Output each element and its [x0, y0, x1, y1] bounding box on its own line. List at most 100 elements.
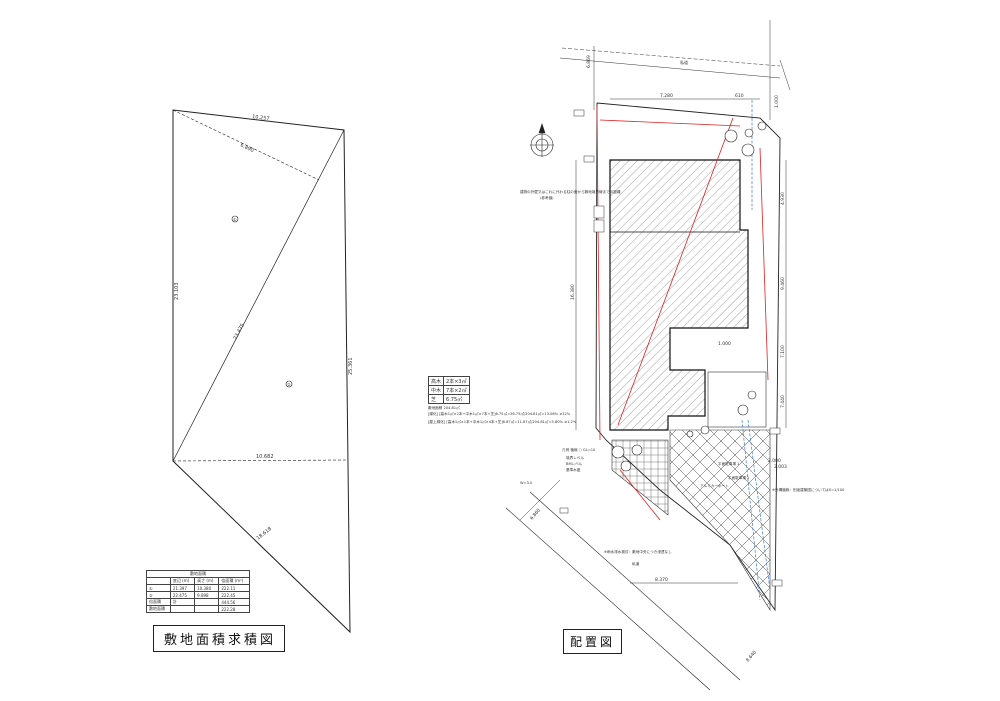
table-cell: ②: [146, 591, 171, 599]
note-area-line1: [緑化] [高木1㎡×2本+中木1㎡×7本+芝]6.75㎡=26.75㎡/204…: [428, 412, 571, 416]
dim-diag1: 6.890: [239, 142, 255, 154]
reference-boxes: [559, 109, 783, 587]
dim-top-vertical: 6.869: [586, 55, 592, 68]
table-cell: 6.75㎡: [443, 394, 470, 404]
note-wall-ref: (参考値): [540, 196, 554, 200]
table-cell: [169, 605, 196, 613]
dim-bottom-width: 8.370: [655, 577, 668, 583]
blue-lines: [741, 100, 771, 601]
diagonal-line-1: [172, 129, 345, 462]
carport-label: アルミカーポート: [700, 484, 729, 488]
table-cell: ①: [146, 584, 171, 592]
triangle-label: ②: [287, 382, 291, 387]
area-col-0: [146, 577, 171, 585]
table-cell: [194, 598, 220, 606]
table-row: 敷地面積 222.28: [146, 605, 250, 613]
dim-right-4: 7.440: [780, 395, 786, 408]
table-row: 倍面積 計 444.56: [146, 598, 250, 606]
table-cell: 芝: [427, 394, 445, 404]
area-calculation-table: 敷地面積 底辺 (m) 高さ (m) 倍面積 (m²) ① 21.397 10.…: [146, 570, 250, 613]
parking-area: [611, 371, 771, 612]
table-row: 高木 2本×3㎡: [427, 376, 470, 386]
building-footprint: [609, 159, 749, 431]
table-cell: 444.56: [218, 598, 250, 606]
parking-label-1: 平面駐車場 1: [718, 462, 740, 466]
drainage-note: ※雨水排水検討：敷地中央につき浸透なし: [604, 550, 672, 554]
site-area-plan-title: 敷地面積求積図: [153, 625, 286, 652]
tree-icon: [631, 444, 643, 456]
dim-top: 10.257: [252, 114, 270, 122]
layout-plan-title: 配置図: [563, 629, 623, 654]
legend-line-3: BMレベル: [566, 462, 583, 466]
tree-icon: [620, 460, 632, 472]
table-cell: 計: [169, 598, 196, 606]
area-table-header: 敷地面積: [146, 570, 250, 578]
tree-icon: [747, 390, 757, 400]
note-area-head: 敷地面積 204.81㎡: [428, 406, 460, 410]
table-cell: 10.380: [194, 584, 220, 592]
height-line-2: [172, 459, 348, 462]
table-cell: 222.11: [218, 584, 250, 592]
table-cell: 22.475: [169, 591, 196, 599]
table-cell: 2本×3㎡: [443, 376, 470, 386]
road-width-label: W=3.0: [520, 481, 533, 485]
site-plan-dimensions: 10.257 6.890 23.475 10.682 23.103 25.361…: [174, 114, 354, 542]
triangle-marker-2: [285, 380, 293, 388]
road-top: [559, 20, 791, 120]
dim-right-3: 7.100: [780, 345, 786, 358]
table-cell: 中木: [427, 385, 445, 395]
table-cell: 7本×2㎡: [443, 385, 470, 395]
parking-label-2: 平面駐車場 2: [728, 476, 750, 480]
table-row: ② 22.475 9.898 222.45: [146, 591, 250, 599]
dim-diag2: 23.475: [232, 323, 246, 341]
outside-note: ※外構植栽：別途建築図についてはS=1/100: [772, 488, 845, 492]
note-area-line2: [屋上緑化] [高木1㎡×1本+中木1㎡×4本+芝]6.87㎡=11.87㎡/2…: [428, 420, 577, 424]
dim-diagonal: 8.640: [745, 649, 758, 663]
area-col-3: 倍面積 (m²): [218, 577, 250, 585]
tree-symbols: [611, 121, 767, 472]
tree-icon: [611, 445, 625, 459]
area-col-2: 高さ (m): [194, 577, 220, 585]
dim-left-side: 23.103: [174, 283, 180, 301]
triangle-label: ①: [233, 217, 237, 222]
legend-line-1: 凡例 植栽 ○ GL=10: [562, 448, 596, 452]
dim-bottom-diag: 6.860: [529, 507, 542, 521]
legend-line-4: 基準水盛: [566, 468, 581, 472]
dim-small-2: 2.000: [768, 458, 781, 464]
site-area-plan: [172, 109, 351, 634]
layout-dimension-text: 7.280 610 16.380 4.930 9.460 7.100 7.440…: [529, 55, 787, 663]
table-row: ① 21.397 10.380 222.11: [146, 584, 250, 592]
table-row: 芝 6.75㎡: [427, 394, 470, 404]
greening-table: 高木 2本×3㎡ 中木 7本×2㎡ 芝 6.75㎡: [427, 376, 470, 404]
north-arrow-icon: [530, 123, 554, 157]
area-col-1: 底辺 (m): [169, 577, 196, 585]
dim-right-top-vertical: 1.000: [774, 95, 780, 108]
height-line-1: [172, 109, 320, 181]
table-cell: 9.898: [194, 591, 220, 599]
layout-dimension-lines: [519, 98, 787, 584]
table-cell: 222.28: [218, 605, 250, 613]
dim-bottom: 10.682: [256, 454, 274, 460]
dim-left-total: 16.380: [570, 284, 576, 300]
table-cell: 222.45: [218, 591, 250, 599]
dim-lower-right: 2.003: [774, 464, 787, 470]
dim-right-1: 4.930: [780, 192, 786, 205]
dim-top-right: 610: [735, 93, 744, 99]
tree-icon: [741, 143, 755, 157]
dim-lower: 18.618: [256, 526, 273, 542]
table-cell: 21.397: [169, 584, 196, 592]
table-cell: 倍面積: [146, 598, 171, 606]
tree-icon: [700, 425, 710, 435]
table-cell: 高木: [427, 376, 445, 386]
road-label: 私道: [632, 562, 640, 566]
dim-small-1: 1.000: [718, 341, 731, 347]
dim-top-width: 7.280: [660, 93, 673, 99]
tree-icon: [724, 129, 738, 143]
note-wall-distance: 建物の外壁又はこれに代わる柱の面から敷地境界線までの距離: [520, 190, 621, 194]
tree-icon: [757, 121, 767, 131]
road-top-label: 私道: [680, 59, 688, 65]
legend-line-2: 境界レベル: [566, 456, 584, 460]
table-cell: 敷地面積: [146, 605, 171, 613]
red-slant-lines: [596, 105, 769, 521]
